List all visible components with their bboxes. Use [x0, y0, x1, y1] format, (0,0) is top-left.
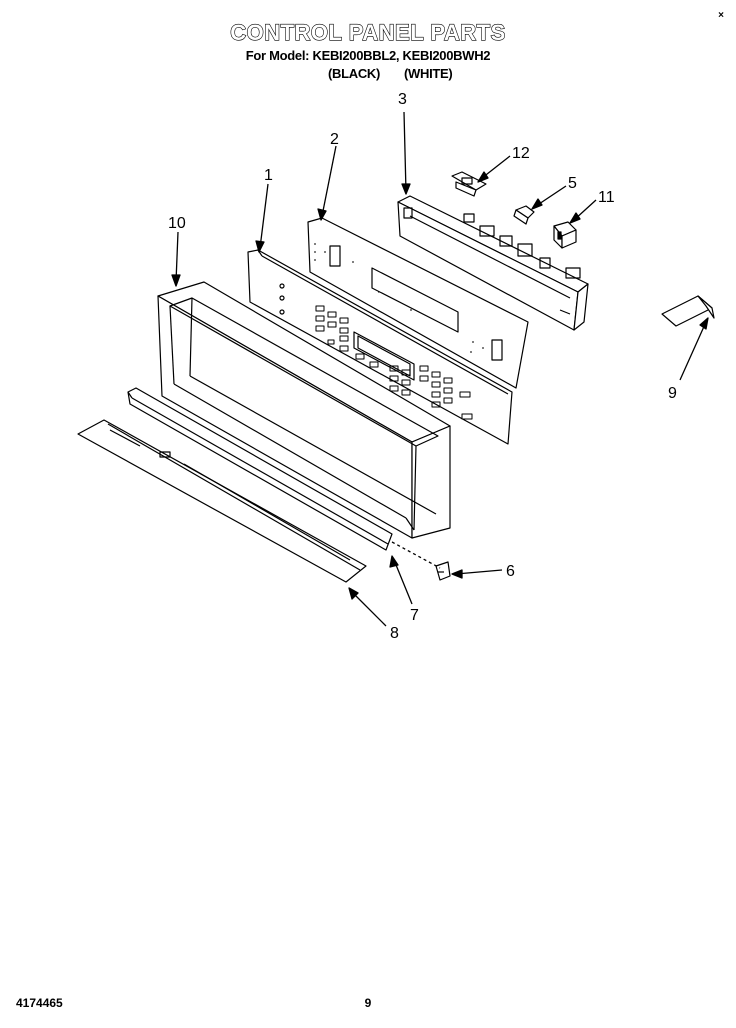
part-8-bottom-trim — [77, 419, 367, 583]
model-numbers: For Model: KEBI200BBL2, KEBI200BWH2 — [245, 48, 491, 63]
callout-9: 9 — [668, 385, 677, 402]
part-5-clip — [513, 205, 535, 225]
part-10-console-frame — [157, 281, 451, 539]
callout-10: 10 — [168, 215, 186, 232]
callout-12: 12 — [512, 145, 530, 162]
callout-8: 8 — [390, 625, 399, 642]
leader-lines — [171, 111, 709, 627]
corner-mark: × — [718, 10, 724, 21]
part-3-control-bracket — [397, 195, 589, 331]
callout-numbers: 3 2 12 1 5 11 10 9 6 7 8 — [168, 91, 677, 642]
part-11-bracket — [553, 221, 577, 249]
callout-6: 6 — [506, 563, 515, 580]
callout-1: 1 — [264, 167, 273, 184]
document-number: 4174465 — [16, 996, 63, 1010]
part-7-trim-strip — [127, 387, 393, 551]
part-6-clip — [435, 561, 451, 581]
keypad-buttons — [315, 305, 473, 420]
callout-11: 11 — [598, 189, 615, 206]
callout-7: 7 — [410, 607, 419, 624]
part-9-bracket — [661, 295, 715, 327]
page-number: 9 — [364, 996, 372, 1010]
callout-5: 5 — [568, 175, 577, 192]
page-title: CONTROL PANEL PARTS — [230, 19, 506, 45]
callout-3: 3 — [398, 91, 407, 108]
part-12-clip — [451, 171, 487, 197]
color-label-white: (WHITE) — [404, 66, 453, 81]
part-2-membrane-overlay — [307, 217, 529, 389]
part-1-front-panel — [247, 249, 513, 445]
callout-2: 2 — [330, 131, 339, 148]
color-label-black: (BLACK) — [328, 66, 381, 81]
